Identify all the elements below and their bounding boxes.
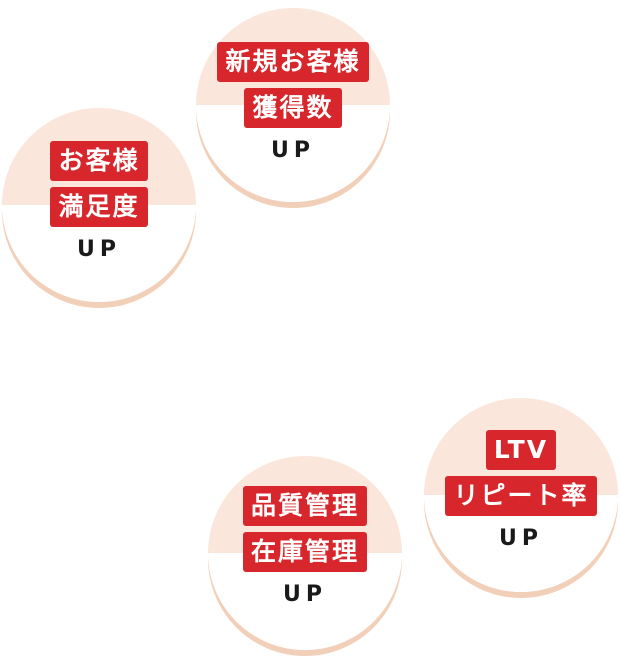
badge-quality-content: 品質管理 在庫管理 UP — [208, 486, 402, 607]
badge-satisfaction: お客様 満足度 UP — [2, 108, 196, 302]
tag-new-customers: 新規お客様 — [217, 42, 369, 82]
badge-new-customers-content: 新規お客様 獲得数 UP — [196, 42, 390, 163]
tag-customer: お客様 — [50, 141, 148, 181]
up-label: UP — [271, 138, 315, 163]
tag-repeat-rate: リピート率 — [445, 476, 597, 516]
badge-quality: 品質管理 在庫管理 UP — [208, 456, 402, 650]
badge-ltv: LTV リピート率 UP — [424, 398, 618, 592]
badge-satisfaction-content: お客様 満足度 UP — [2, 141, 196, 262]
tag-satisfaction: 満足度 — [50, 187, 148, 227]
tag-quality-control: 品質管理 — [242, 486, 367, 526]
badge-new-customers: 新規お客様 獲得数 UP — [196, 8, 390, 202]
tag-inventory-control: 在庫管理 — [242, 532, 367, 572]
tag-ltv: LTV — [485, 430, 557, 470]
badge-ltv-content: LTV リピート率 UP — [424, 430, 618, 551]
up-label: UP — [283, 582, 327, 607]
tag-acquisition: 獲得数 — [244, 88, 342, 128]
up-label: UP — [499, 526, 543, 551]
up-label: UP — [77, 237, 121, 262]
